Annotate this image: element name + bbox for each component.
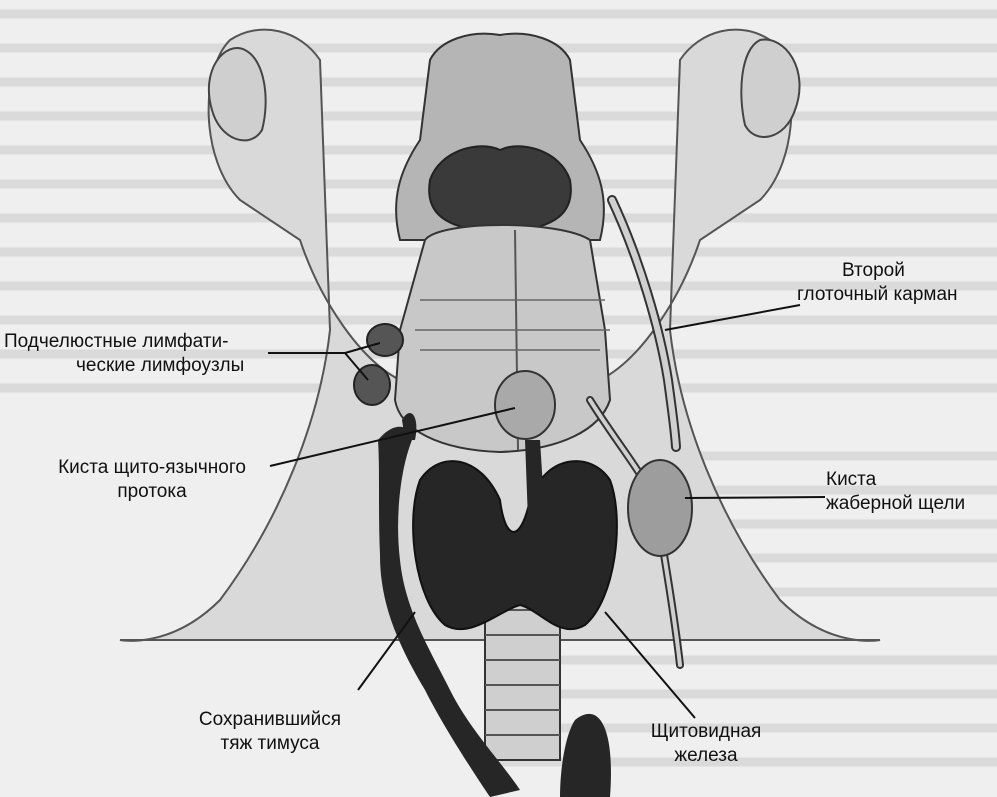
label-thyroglossal-cyst: Киста щито-язычного протока xyxy=(35,456,269,504)
branchial-cyst xyxy=(628,460,692,556)
label-branchial-cyst: Киста жаберной щели xyxy=(826,468,965,516)
label-submandibular-line1: Подчелюстные лимфати- xyxy=(4,330,244,354)
label-thymus-line2: тяж тимуса xyxy=(180,732,360,756)
label-branchial-line2: жаберной щели xyxy=(826,492,965,516)
label-pharyngeal-line2: глоточный карман xyxy=(797,283,958,307)
thyroglossal-cyst xyxy=(495,371,555,439)
leader-branchial-cyst xyxy=(685,497,825,498)
label-thyroid-line1: Щитовидная xyxy=(636,720,776,744)
label-branchial-line1: Киста xyxy=(826,468,965,492)
oral-cavity xyxy=(429,146,571,232)
label-thyroid-line2: железа xyxy=(636,744,776,768)
label-pharyngeal-line1: Второй xyxy=(797,259,958,283)
label-submandibular-line2: ческие лимфоузлы xyxy=(4,354,244,378)
label-thyroglossal-line2: протока xyxy=(35,480,269,504)
label-thyroid: Щитовидная железа xyxy=(636,720,776,768)
label-thyroglossal-line1: Киста щито-язычного xyxy=(35,456,269,480)
lymph-node-upper xyxy=(367,324,403,356)
label-thymus-cord: Сохранившийся тяж тимуса xyxy=(180,708,360,756)
label-thymus-line1: Сохранившийся xyxy=(180,708,360,732)
label-submandibular-nodes: Подчелюстные лимфати- ческие лимфоузлы xyxy=(4,330,244,378)
label-pharyngeal-pouch: Второй глоточный карман xyxy=(797,259,958,307)
